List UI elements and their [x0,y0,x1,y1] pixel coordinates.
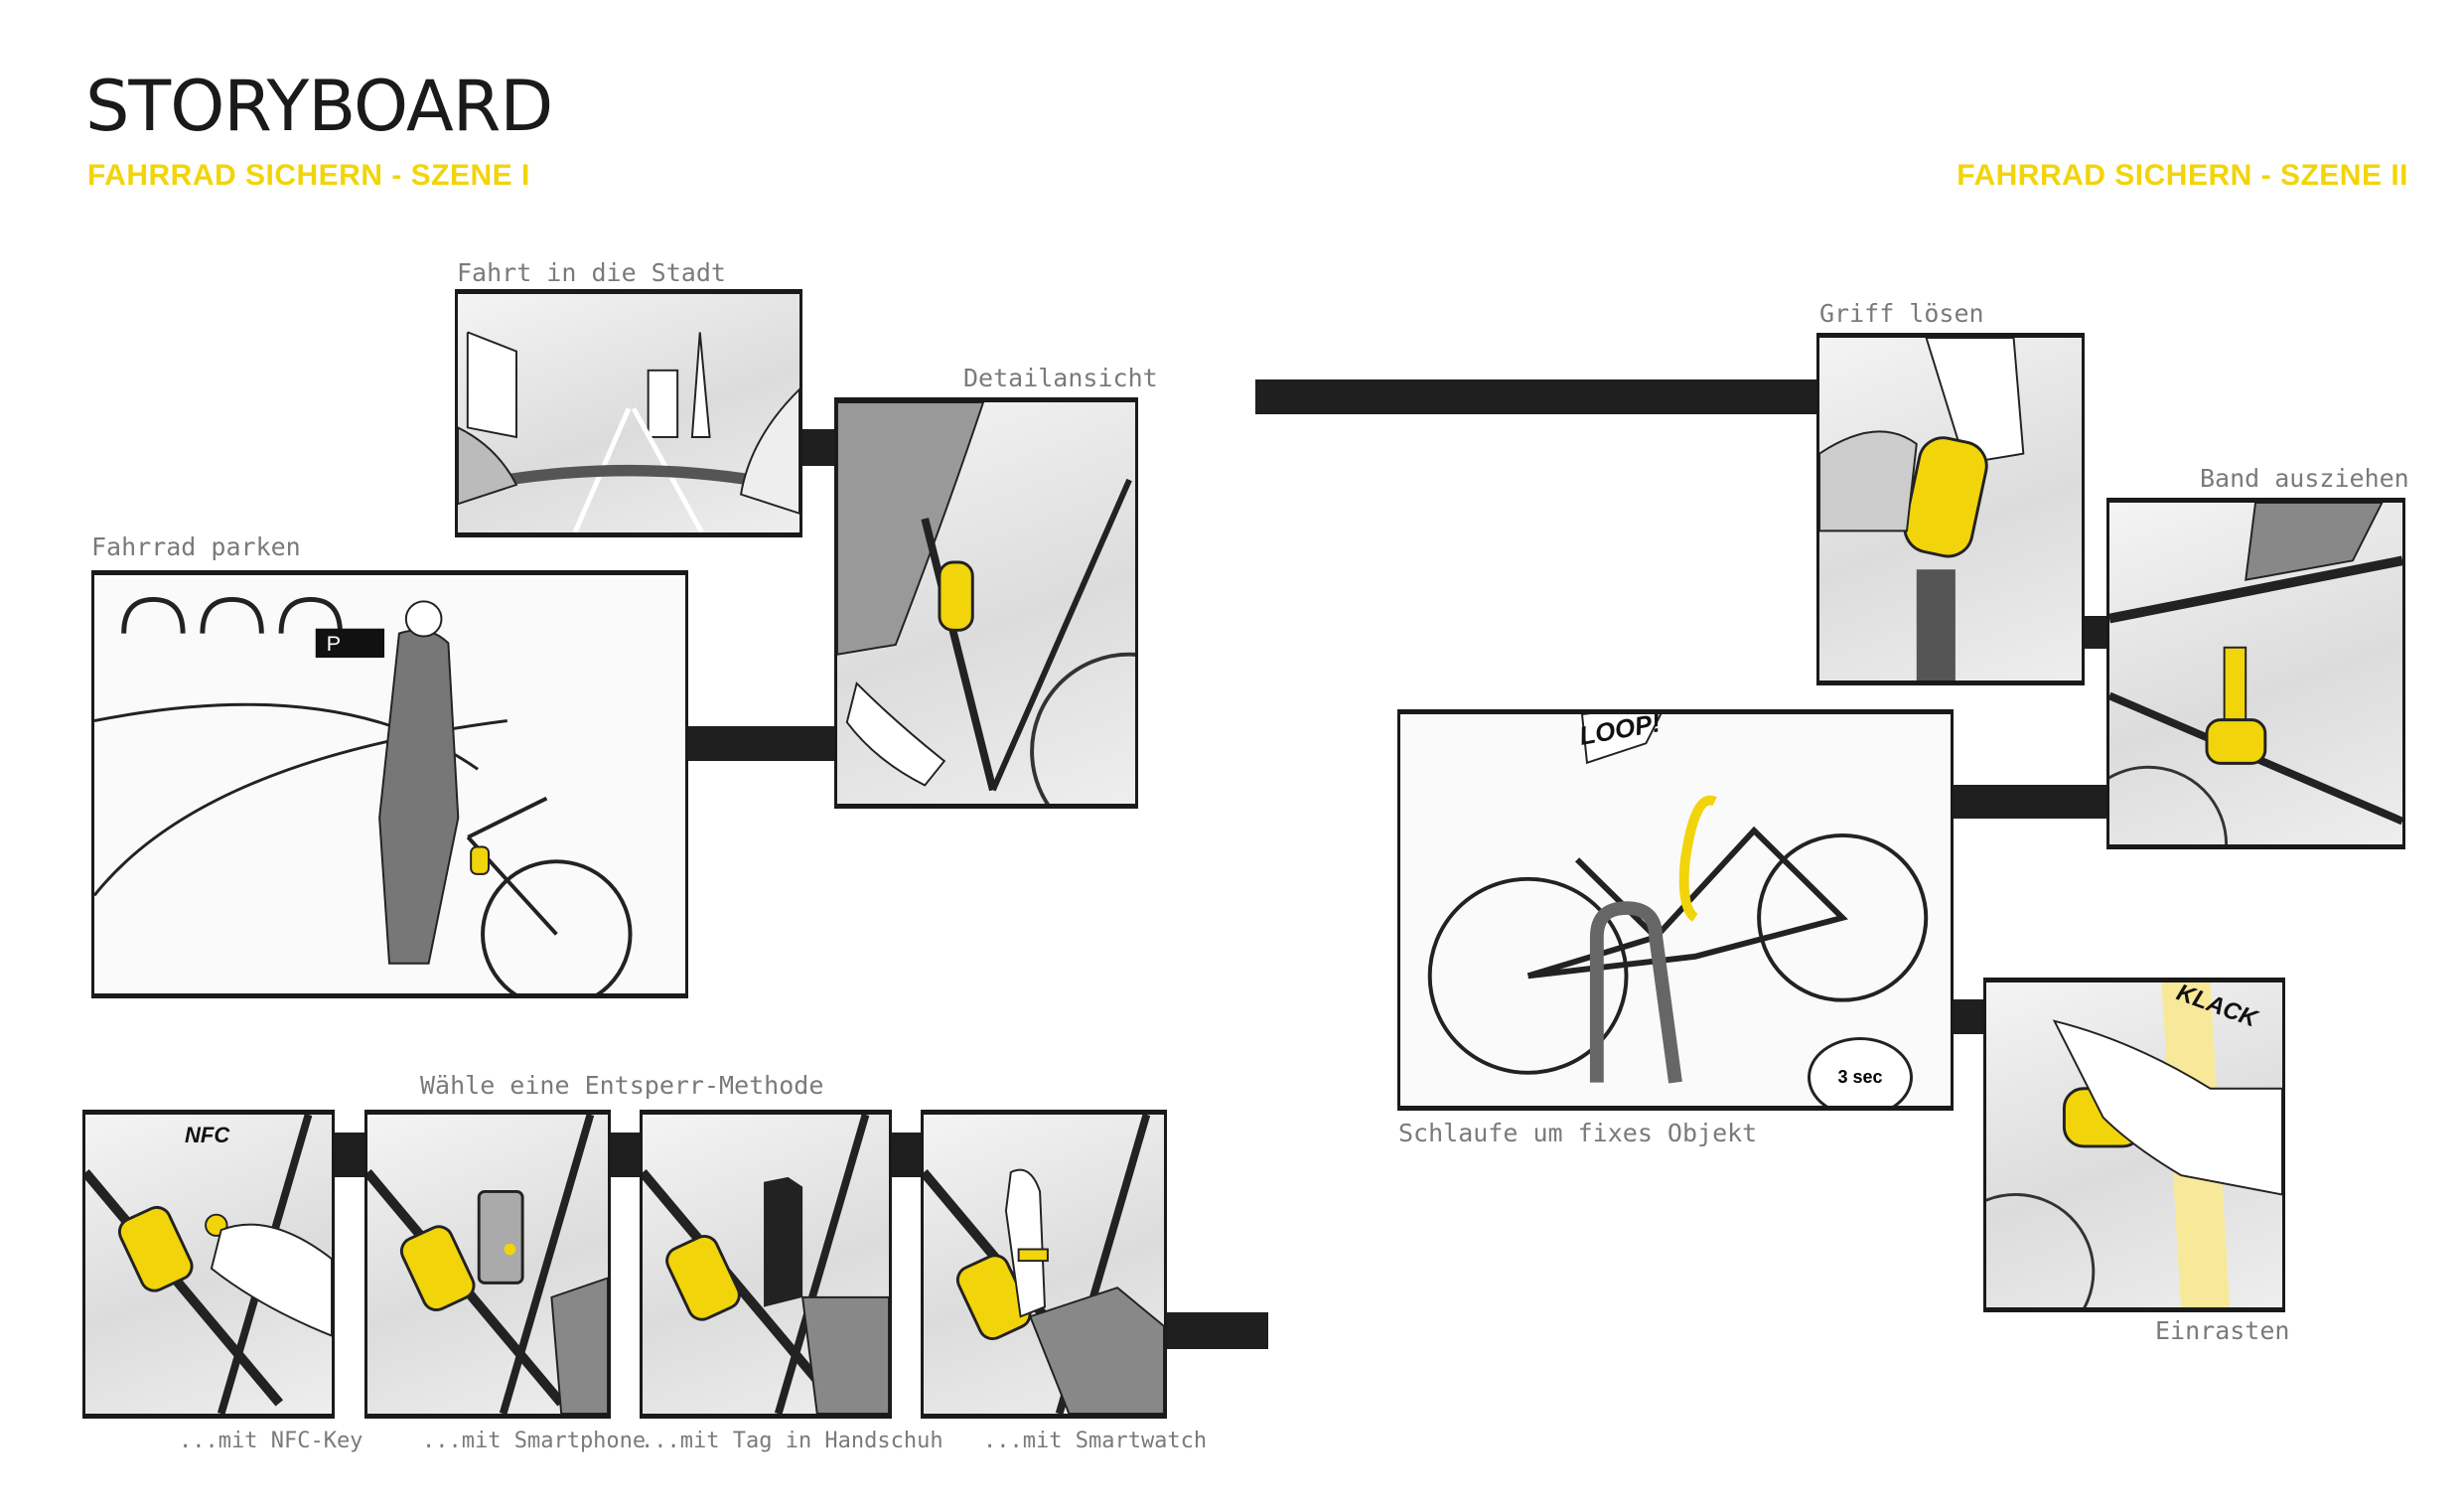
connector [2082,616,2109,649]
connector [1952,785,2108,819]
panel-detail-view [834,397,1138,809]
band-illustration [2109,503,2402,844]
panel-label: Detailansicht [963,364,1158,392]
connector [1255,379,1819,414]
panel-label: Band ausziehen [2200,464,2409,493]
connector [889,1133,924,1177]
page-title: STORYBOARD [85,66,553,147]
panel-unlock-smartphone [364,1110,611,1419]
grip-illustration [1819,338,2025,680]
panel-ride-into-city [455,289,802,537]
panel-label: Einrasten [2155,1316,2290,1345]
panel-unlock-smartwatch [921,1110,1167,1419]
timer-badge: 3 sec [1808,1037,1913,1106]
panel-release-grip [1816,333,2085,685]
parking-illustration: P [94,575,685,993]
connector [685,726,836,761]
panel-park-bike: P [91,570,688,998]
panel-label: Fahrrad parken [91,532,301,561]
svg-text:P: P [327,631,342,656]
smartphone-illustration [367,1115,608,1414]
panel-unlock-glove-tag [640,1110,892,1419]
loop-illustration [1427,714,1929,1084]
connector [799,429,839,466]
panel-click-in: KLACK [1983,978,2285,1312]
leg-lock-illustration [837,402,1135,804]
nfc-label: NFC [185,1123,230,1147]
caption-smartphone: ...mit Smartphone [422,1429,647,1453]
caption-smartwatch: ...mit Smartwatch [983,1429,1208,1453]
connector [333,1133,367,1177]
connector [1165,1312,1268,1349]
panel-label: Griff lösen [1819,299,1984,328]
caption-nfc-key: ...mit NFC-Key [179,1429,363,1453]
connector [608,1133,643,1177]
connector [1952,999,1986,1034]
panel-loop-around-object: LOOP! 3 sec [1397,709,1954,1111]
nfc-key-illustration [85,1115,332,1414]
glove-illustration [643,1115,889,1414]
panel-label: Schlaufe um fixes Objekt [1398,1119,1758,1147]
unlock-method-heading: Wähle eine Entsperr-Methode [420,1071,824,1100]
panel-pull-out-band [2106,498,2405,849]
caption-glove-tag: ...mit Tag in Handschuh [641,1429,943,1453]
city-ride-illustration [458,331,799,532]
click-in-illustration [1986,983,2282,1307]
panel-label: Fahrt in die Stadt [457,258,726,287]
scene-2-heading: FAHRRAD SICHERN - SZENE II [1957,159,2408,192]
scene-1-heading: FAHRRAD SICHERN - SZENE I [87,159,530,192]
smartwatch-illustration [924,1115,1164,1414]
panel-unlock-nfc-key: NFC [82,1110,335,1419]
